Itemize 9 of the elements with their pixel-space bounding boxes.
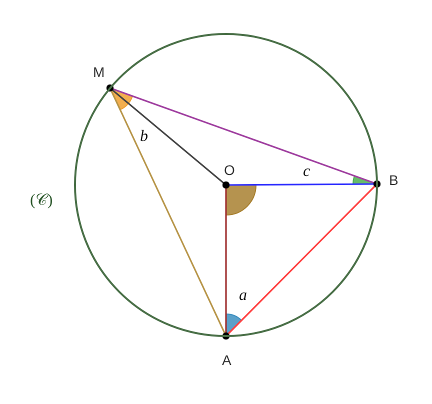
curve-label: (𝒞) — [30, 192, 53, 210]
point-label: B — [389, 172, 398, 188]
angle-label: c — [303, 163, 310, 181]
line-segment — [222, 180, 380, 340]
angle-label: b — [140, 128, 148, 146]
point-label: M — [93, 64, 105, 80]
point-label: O — [224, 162, 235, 178]
angle-label: a — [239, 287, 247, 305]
point-label: A — [222, 352, 232, 368]
